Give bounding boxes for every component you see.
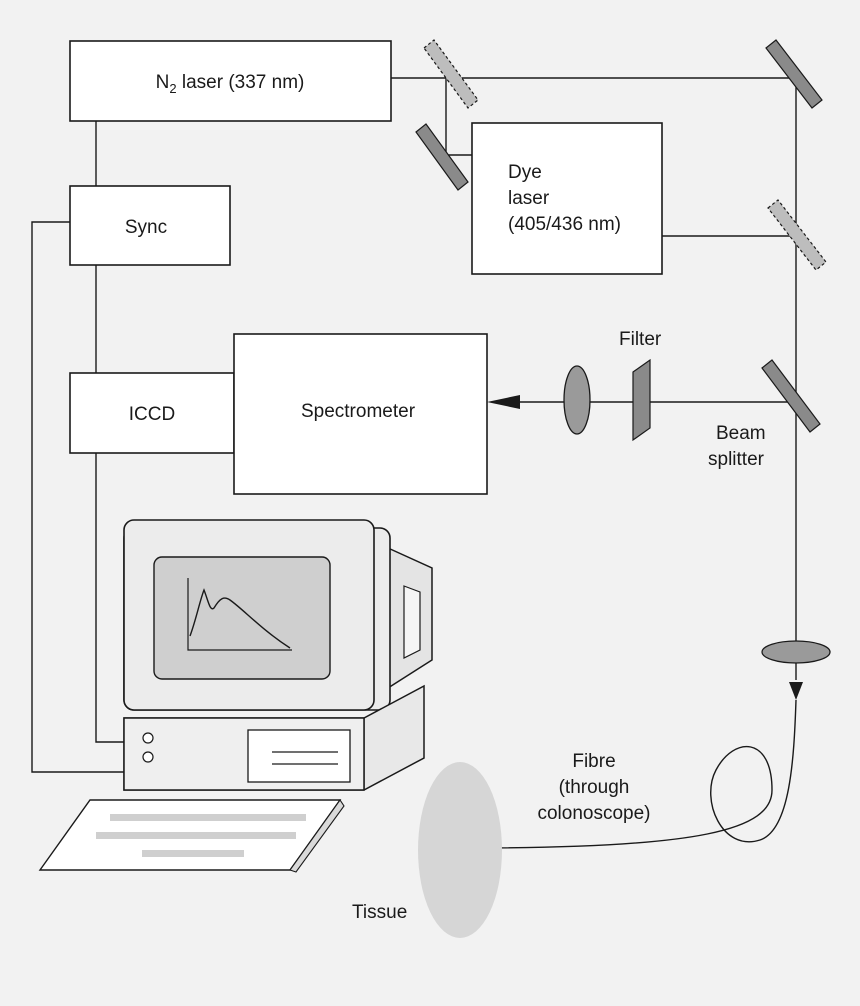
- filter-plate: [632, 358, 651, 442]
- dye-laser-label-line2: laser: [508, 188, 550, 209]
- beam-splitter-label-line1: Beam: [716, 423, 766, 444]
- sync-box: [69, 185, 231, 266]
- collection-lens: [563, 365, 591, 435]
- dye-laser-box: [471, 122, 663, 275]
- fibre-arrow-icon: [789, 682, 803, 700]
- dashed-mirror-right: [767, 199, 827, 271]
- tissue-sample: [418, 762, 502, 938]
- beam-splitter-label-line2: splitter: [708, 449, 765, 470]
- spectrometer-box: [233, 333, 488, 495]
- spectrum-curve-icon: [187, 578, 292, 651]
- corner-mirror-top-right: [765, 39, 823, 109]
- dye-laser-label-line3: (405/436 nm): [508, 214, 621, 235]
- fibre-label-line2: (through: [559, 777, 630, 798]
- fibre-label-line1: Fibre: [572, 751, 615, 772]
- dashed-mirror-top: [423, 39, 479, 109]
- pump-mirror: [415, 123, 469, 191]
- keyboard-icon: [38, 799, 345, 873]
- n2-laser-label: N2 laser (337 nm): [156, 72, 305, 96]
- desktop-computer-icon: [123, 519, 433, 791]
- coupling-lens: [761, 640, 831, 664]
- sync-label: Sync: [125, 217, 167, 238]
- beam-splitter-mirror: [761, 359, 821, 433]
- fibre-label-line3: colonoscope): [537, 803, 650, 824]
- iccd-label: ICCD: [129, 404, 175, 425]
- beam-arrow-icon: [487, 395, 520, 409]
- n2-laser-box: [69, 40, 392, 122]
- filter-label: Filter: [619, 329, 662, 350]
- dye-laser-label-line1: Dye: [508, 162, 542, 183]
- tissue-label: Tissue: [352, 902, 407, 923]
- spectrometer-label: Spectrometer: [301, 401, 416, 422]
